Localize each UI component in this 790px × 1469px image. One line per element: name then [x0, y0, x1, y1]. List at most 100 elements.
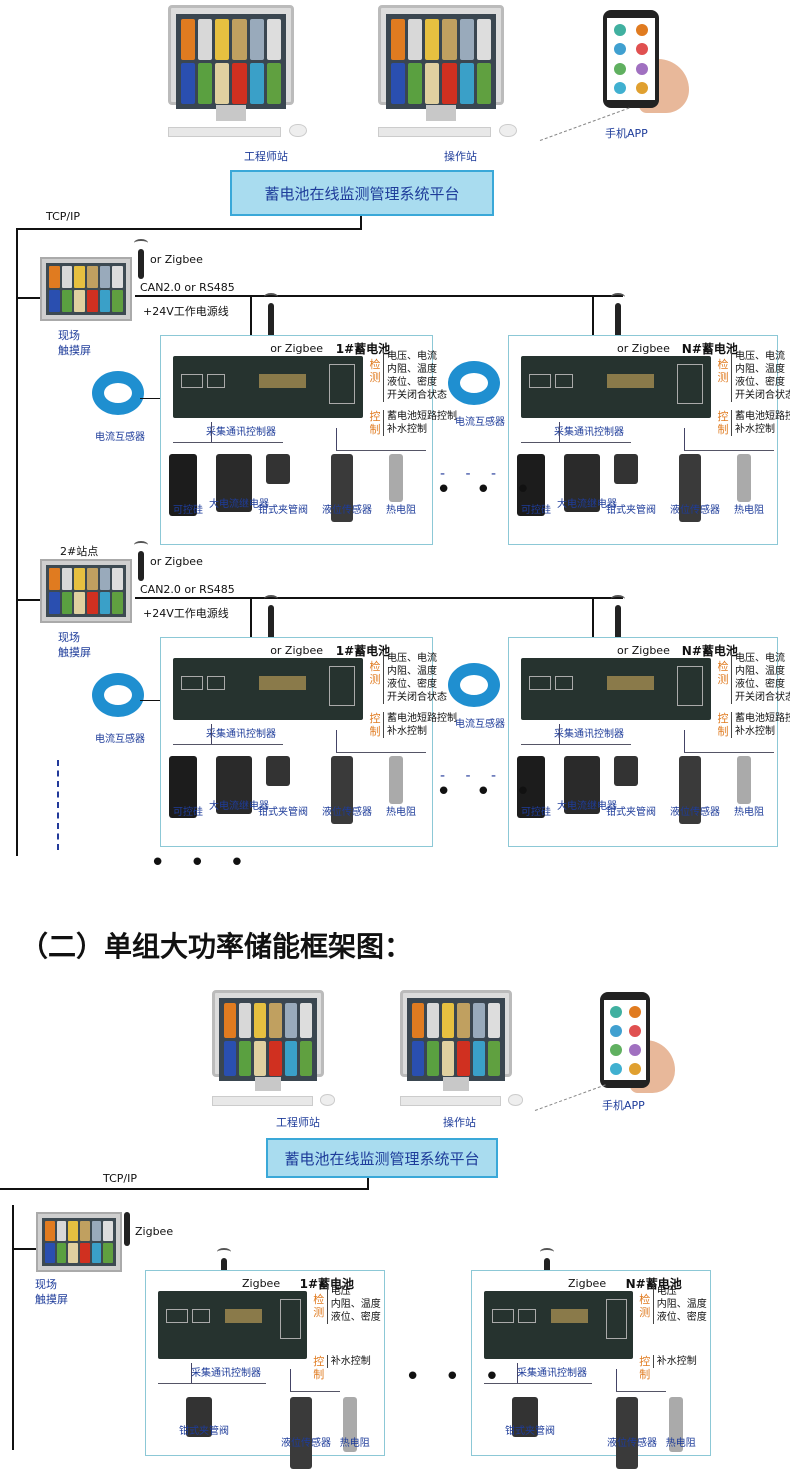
component-label: 液位传感器	[322, 807, 372, 818]
bus-line	[684, 752, 774, 753]
detect-item: 内阻、温度	[387, 666, 437, 677]
keyboard	[212, 1096, 313, 1106]
antenna-icon	[124, 1212, 130, 1246]
db-connector	[258, 676, 306, 690]
keyboard	[378, 126, 492, 138]
phone-screen	[607, 18, 655, 100]
monitor-screen	[175, 14, 287, 109]
connector-port	[555, 374, 573, 388]
app-tile-icon	[74, 266, 85, 288]
acquisition-controller-device	[484, 1291, 633, 1359]
component-image	[737, 756, 751, 804]
component-image	[616, 1397, 638, 1469]
db-connector	[258, 374, 306, 388]
connector-line	[140, 700, 160, 701]
battery-title: 1#蓄电池	[335, 644, 391, 658]
app-tile-icon	[407, 19, 423, 61]
app-tile-icon	[267, 63, 282, 104]
control-item: 补水控制	[387, 726, 427, 737]
main-trunk-line	[12, 1205, 14, 1450]
arrow-line	[684, 428, 685, 450]
component-label: 热电阻	[386, 505, 416, 516]
acquisition-controller-device	[173, 658, 363, 720]
db-connector	[606, 374, 654, 388]
detect-item: 内阻、温度	[656, 1299, 707, 1310]
touch-label-2: 触摸屏	[35, 1293, 68, 1306]
monitor-screen	[385, 14, 497, 109]
zigbee-label: or Zigbee	[617, 342, 670, 355]
wireless-signal-icon	[540, 1248, 554, 1256]
bus-line	[336, 752, 426, 753]
connector-port	[192, 1309, 210, 1323]
app-tile-icon	[99, 266, 111, 288]
app-icon	[609, 1005, 622, 1018]
app-icon	[614, 43, 626, 56]
wireless-dashed-link	[534, 1084, 606, 1111]
app-tile-icon	[390, 63, 405, 104]
detect-item: 开关闭合状态	[735, 390, 790, 401]
connector-port	[518, 1309, 536, 1323]
app-tile-icon	[61, 266, 73, 288]
app-tile-icon	[238, 1041, 252, 1076]
component-image	[266, 756, 290, 786]
battery-title: N#蓄电池	[681, 644, 738, 658]
ellipsis-dots-icon: • • •	[405, 1362, 508, 1392]
app-tile-icon	[232, 63, 247, 104]
detect-item: 液位、密度	[387, 377, 437, 388]
zigbee-label: Zigbee	[568, 1277, 607, 1290]
app-tile-icon	[249, 63, 265, 104]
connector-port	[492, 1309, 514, 1323]
detect-label: 检测	[639, 1293, 651, 1319]
component-image	[216, 454, 252, 512]
detect-label: 检测	[717, 660, 729, 686]
app-tile-icon	[269, 1041, 282, 1076]
acquisition-controller-device	[158, 1291, 307, 1359]
mouse-icon	[319, 1093, 336, 1106]
app-tile-icon	[91, 1221, 102, 1241]
keyboard	[400, 1096, 501, 1106]
mouse-icon	[498, 123, 517, 138]
operator-station-label: 操作站	[443, 1116, 476, 1129]
mobile-phone	[600, 992, 650, 1088]
bus-line	[684, 450, 774, 451]
bus-line	[158, 1383, 266, 1384]
wireless-signal-icon	[134, 541, 148, 549]
continuation-dashed-line	[57, 760, 59, 850]
monitoring-platform-box: 蓄电池在线监测管理系统平台	[230, 170, 494, 216]
app-tile-icon	[74, 568, 85, 590]
monitor-stand	[425, 104, 457, 122]
touch-screen	[46, 565, 126, 617]
operator-station-label: 操作站	[444, 150, 477, 163]
bus-line	[521, 744, 631, 745]
control-list: 蓄电池短路控制补水控制	[383, 410, 457, 436]
monitor-stand	[254, 1077, 282, 1092]
site-label: 2#站点	[60, 545, 99, 558]
current-transformer-icon	[92, 673, 144, 717]
touch-stub-line	[16, 599, 40, 601]
zigbee-label: Zigbee	[242, 1277, 281, 1290]
battery-title: 1#蓄电池	[335, 342, 391, 356]
app-tile-icon	[61, 290, 73, 312]
detect-item: 液位、密度	[656, 1312, 707, 1323]
component-label: 热电阻	[339, 1438, 370, 1449]
detect-item: 液位、密度	[330, 1312, 381, 1323]
component-label: 可控硅	[521, 505, 551, 516]
connector-line	[367, 1178, 369, 1189]
bus-line	[173, 442, 283, 443]
component-label: 可控硅	[521, 807, 551, 818]
engineer-station-label: 工程师站	[244, 150, 288, 163]
app-tile-icon	[442, 1041, 455, 1076]
app-tile-icon	[99, 290, 111, 312]
app-tile-icon	[459, 63, 475, 104]
component-label: 液位传感器	[607, 1438, 657, 1449]
connector-port	[207, 374, 225, 388]
touch-label-1: 现场	[58, 631, 80, 644]
arrow-line	[559, 724, 560, 744]
app-tile-icon	[56, 1243, 67, 1263]
app-tile-icon	[112, 290, 123, 312]
bus-line	[173, 744, 283, 745]
component-image	[614, 454, 638, 484]
control-label: 控制	[717, 410, 729, 436]
mouse-icon	[288, 123, 307, 138]
